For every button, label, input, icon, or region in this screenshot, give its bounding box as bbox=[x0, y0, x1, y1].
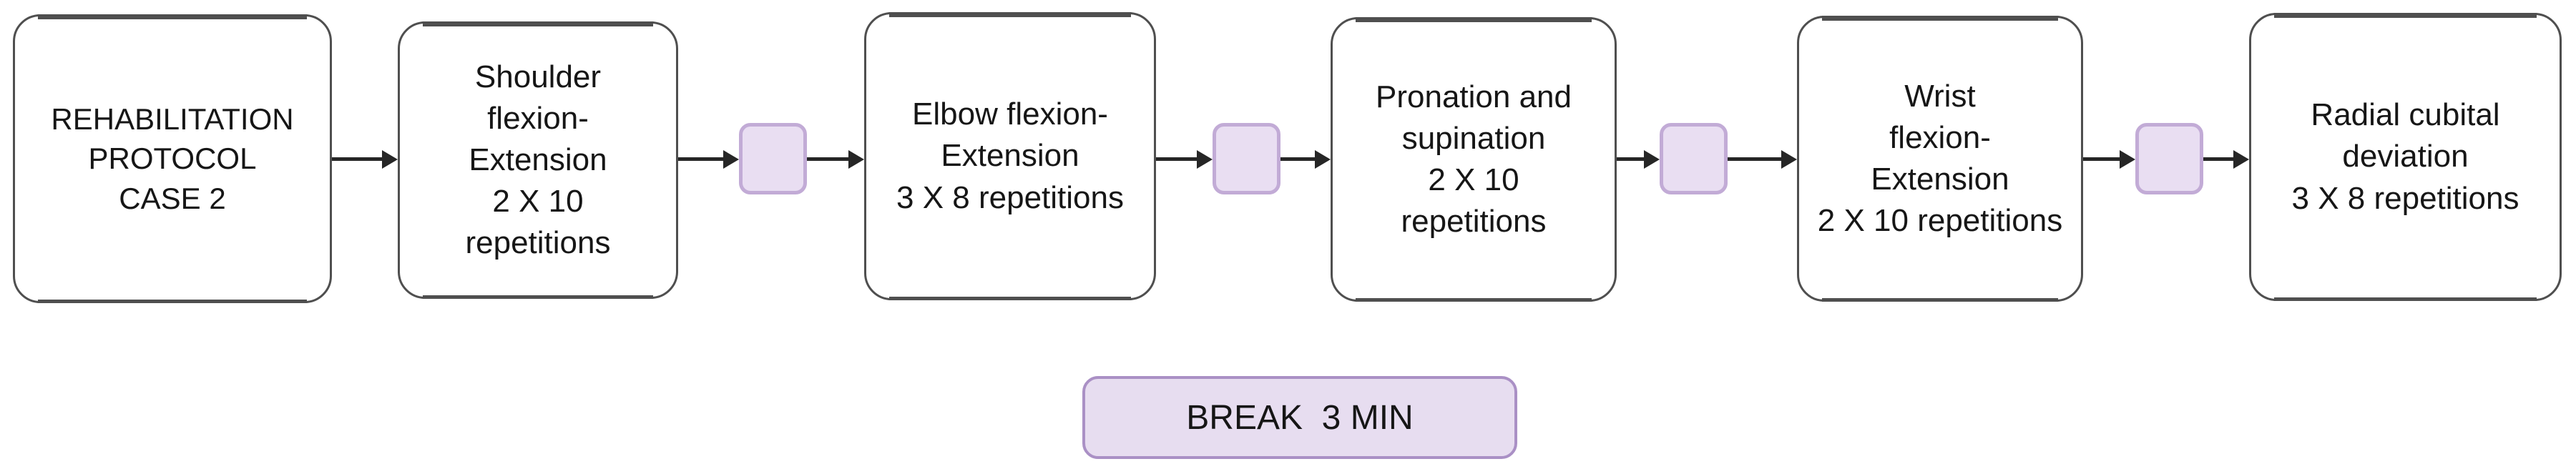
flow-arrow-icon bbox=[1617, 157, 1644, 161]
flow-arrow-icon bbox=[807, 157, 848, 161]
break-badge: BREAK 3 MIN bbox=[1082, 376, 1517, 459]
flow-node-elbow-flexion-extension: Elbow flexion- Extension 3 X 8 repetitio… bbox=[864, 12, 1156, 300]
flow-arrow-icon bbox=[678, 157, 723, 161]
rest-marker bbox=[2135, 123, 2203, 194]
flow-arrow-icon bbox=[2203, 157, 2233, 161]
rest-marker bbox=[1660, 123, 1728, 194]
flow-node-shoulder-flexion-extension: Shoulder flexion- Extension 2 X 10 repet… bbox=[398, 21, 678, 299]
flow-node-pronation-and-supination: Pronation and supination 2 X 10 repetiti… bbox=[1331, 17, 1617, 302]
flow-arrow-icon bbox=[1728, 157, 1781, 161]
rest-marker bbox=[739, 123, 807, 194]
flow-arrow-icon bbox=[1156, 157, 1197, 161]
flow-node-rehabilitation-protocol-case-2: REHABILITATION PROTOCOL CASE 2 bbox=[13, 14, 332, 303]
flow-arrow-icon bbox=[1280, 157, 1315, 161]
flow-arrow-icon bbox=[2083, 157, 2120, 161]
flow-arrow-icon bbox=[332, 157, 382, 161]
flow-node-radial-cubital-deviation: Radial cubital deviation 3 X 8 repetitio… bbox=[2249, 13, 2562, 301]
flow-node-wrist-flexion-extension: Wrist flexion- Extension 2 X 10 repetiti… bbox=[1797, 16, 2083, 302]
rest-marker bbox=[1213, 123, 1280, 194]
